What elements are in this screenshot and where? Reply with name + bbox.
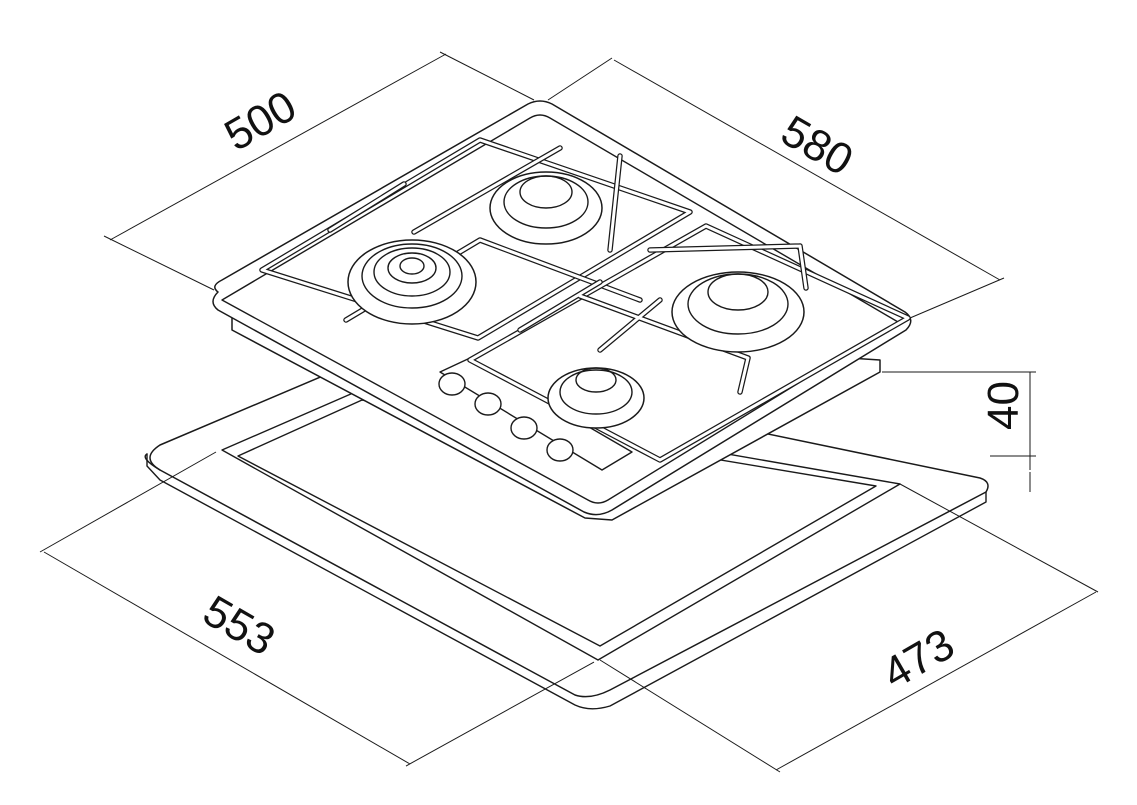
knob-2 — [474, 392, 502, 416]
control-knobs — [438, 372, 574, 462]
dimension-lines — [39, 51, 1099, 773]
dimension-label-40: 40 — [979, 381, 1028, 430]
dimension-label-500: 500 — [217, 82, 305, 161]
knob-1 — [438, 372, 466, 396]
control-panel — [439, 357, 633, 471]
burner-rear-right — [489, 171, 603, 245]
dimension-label-580: 580 — [773, 106, 861, 185]
knob-4 — [546, 438, 574, 462]
burner-wok — [347, 239, 477, 325]
dimension-label-553: 553 — [195, 586, 283, 665]
dimension-label-473: 473 — [875, 620, 963, 699]
burner-front-large — [671, 271, 805, 353]
knob-3 — [510, 416, 538, 440]
burner-front-small — [547, 367, 645, 429]
